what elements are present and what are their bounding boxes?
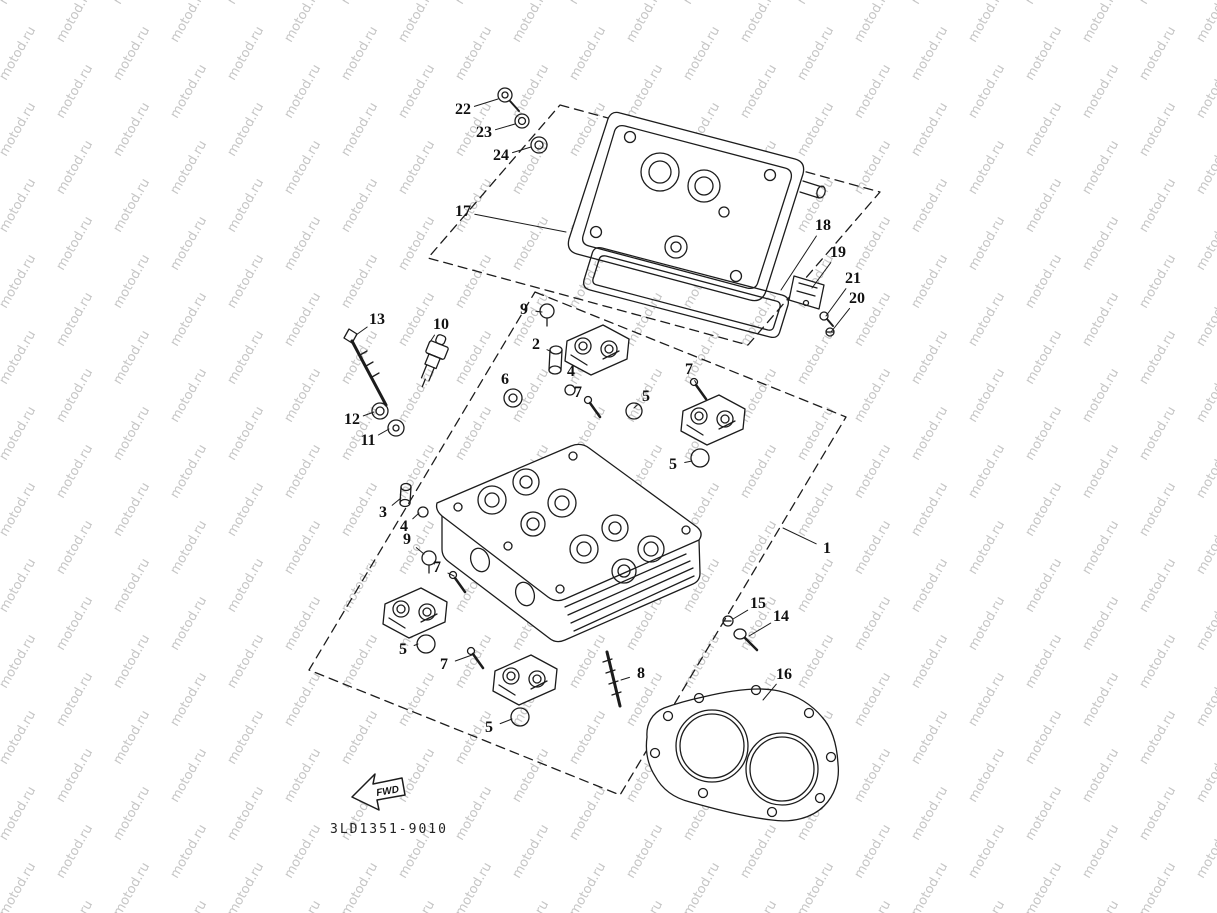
leader-line	[620, 676, 630, 681]
leader-line	[535, 310, 543, 313]
valve-parts-upper	[503, 303, 576, 408]
leader-line	[413, 643, 419, 646]
stud-bolt-part	[343, 328, 388, 407]
leader-line	[684, 460, 693, 463]
head-gasket-part	[645, 684, 840, 822]
leader-line	[811, 262, 832, 289]
cover-gasket-part	[582, 246, 790, 339]
leader-line	[447, 572, 455, 577]
leader-line	[473, 98, 499, 107]
cylinder-head-part	[435, 443, 702, 643]
leader-line	[780, 235, 817, 291]
leader-line	[474, 213, 567, 233]
bracket-part	[788, 275, 835, 337]
leader-line	[377, 428, 390, 436]
leader-line	[355, 326, 368, 336]
leader-line	[512, 146, 532, 154]
fwd-arrow: FWD	[351, 773, 406, 811]
leader-lines	[355, 98, 851, 725]
leader-line	[415, 547, 425, 555]
fwd-label: FWD	[375, 784, 399, 799]
leader-line	[694, 380, 697, 384]
leader-line	[546, 349, 551, 352]
leader-line	[782, 527, 817, 545]
leader-line	[748, 622, 772, 637]
valve-parts-lower	[399, 482, 437, 574]
spark-plug-part	[420, 334, 449, 388]
part-code-label: 3LD1351-9010	[330, 822, 448, 837]
leader-line	[391, 497, 402, 506]
valve-cover-part	[567, 111, 826, 302]
leader-line	[732, 609, 749, 620]
leader-line	[454, 654, 473, 662]
grommet-parts	[371, 402, 405, 437]
dashed-boundary-cover	[427, 104, 881, 346]
leader-line	[830, 307, 851, 333]
cover-bolt-parts	[497, 87, 548, 154]
mount-bolt-parts	[602, 615, 759, 708]
leader-line	[495, 123, 516, 131]
leader-line	[499, 718, 513, 725]
leader-line	[825, 288, 847, 317]
leader-line	[429, 334, 435, 343]
leader-line	[633, 404, 638, 409]
leader-line	[412, 512, 420, 520]
leader-line	[762, 683, 777, 701]
leader-line	[362, 411, 375, 417]
